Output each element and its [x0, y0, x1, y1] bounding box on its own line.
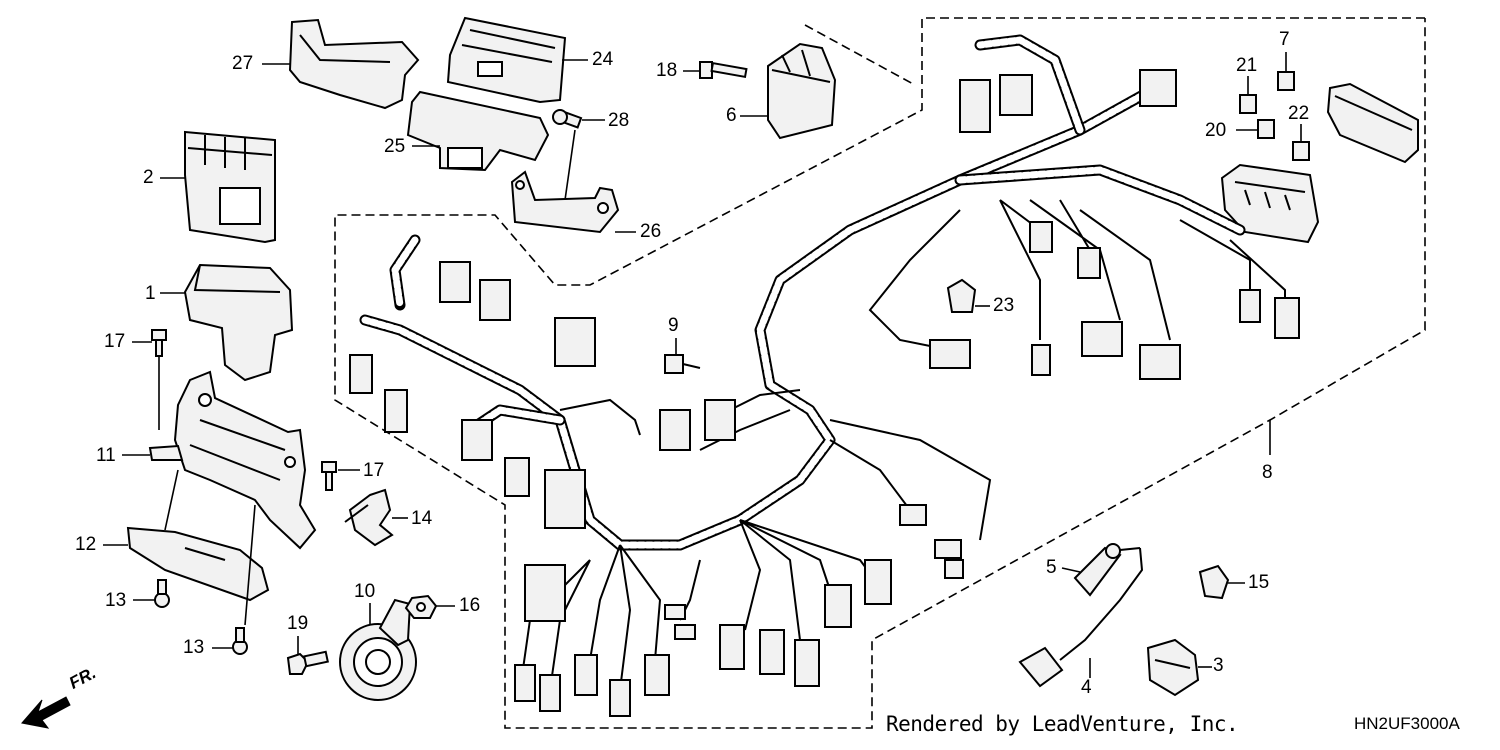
callout-5: 5 — [1046, 557, 1057, 578]
part-1-cover — [183, 263, 294, 382]
part-20-relay — [1257, 119, 1275, 139]
callout-11: 11 — [96, 445, 116, 466]
part-19-bolt — [286, 650, 329, 675]
callout-16: 16 — [459, 595, 481, 616]
callout-24: 24 — [592, 49, 614, 70]
callout-13-lower: 13 — [183, 637, 205, 658]
callout-3: 3 — [1213, 655, 1224, 676]
harness-group-outline — [334, 17, 1426, 729]
callout-28: 28 — [608, 110, 630, 131]
callout-15: 15 — [1248, 572, 1270, 593]
part-22-relay — [1292, 141, 1310, 161]
part-11-stay-bracket — [148, 370, 317, 550]
callout-25: 25 — [384, 136, 406, 157]
part-6-module — [767, 42, 837, 140]
callout-14: 14 — [411, 508, 433, 529]
callout-10: 10 — [354, 581, 376, 602]
part-4-wire-lead — [1018, 547, 1144, 688]
callout-6: 6 — [726, 105, 737, 126]
callout-17-upper: 17 — [104, 331, 126, 352]
fuse-box — [1220, 163, 1320, 244]
part-8-main-harness — [359, 34, 1286, 691]
part-15-connector — [1198, 564, 1230, 600]
part-2-module — [184, 130, 276, 244]
diagram-code: HN2UF3000A — [1354, 714, 1460, 733]
part-10-horn — [339, 598, 417, 701]
callout-13-upper: 13 — [105, 590, 127, 611]
part-17-bolt-upper — [151, 329, 167, 357]
part-18-bolt — [699, 61, 748, 79]
part-3-relay-block — [1146, 638, 1200, 697]
callout-19: 19 — [287, 613, 309, 634]
part-23-connector — [946, 278, 977, 313]
part-13-screw-upper — [154, 579, 170, 608]
part-26-bracket — [510, 170, 620, 234]
front-direction-arrow-icon — [21, 696, 71, 729]
part-12-plate — [126, 526, 270, 602]
callout-12: 12 — [75, 534, 97, 555]
callout-26: 26 — [640, 221, 662, 242]
part-25-module — [406, 90, 550, 172]
callout-4: 4 — [1081, 677, 1092, 698]
callout-18: 18 — [656, 60, 678, 81]
fuse-box-cover — [1326, 82, 1419, 164]
part-24-module — [446, 16, 567, 104]
part-21-relay — [1239, 94, 1257, 114]
part-27-cover — [288, 18, 420, 110]
part-28-bolt — [552, 109, 583, 129]
callout-8: 8 — [1262, 462, 1273, 483]
part-5-sensor — [1073, 543, 1141, 597]
module-group-outline — [804, 24, 916, 86]
callout-2: 2 — [143, 167, 154, 188]
callout-7: 7 — [1279, 29, 1290, 50]
part-13-screw-lower — [232, 627, 248, 655]
callout-17-lower: 17 — [363, 460, 385, 481]
render-credit: Rendered by LeadVenture, Inc. — [886, 712, 1239, 736]
callout-20: 20 — [1205, 120, 1227, 141]
callout-9: 9 — [668, 315, 679, 336]
callout-21: 21 — [1236, 55, 1258, 76]
part-17-bolt-lower — [321, 461, 337, 491]
callout-27: 27 — [232, 53, 254, 74]
harness-connectors — [349, 69, 1300, 717]
part-9-connector — [664, 354, 701, 374]
part-7-relay — [1277, 71, 1295, 91]
callout-22: 22 — [1288, 103, 1310, 124]
callout-23: 23 — [993, 295, 1015, 316]
part-14-clamp — [344, 488, 394, 547]
callout-1: 1 — [145, 283, 156, 304]
part-16-nut — [404, 594, 438, 619]
